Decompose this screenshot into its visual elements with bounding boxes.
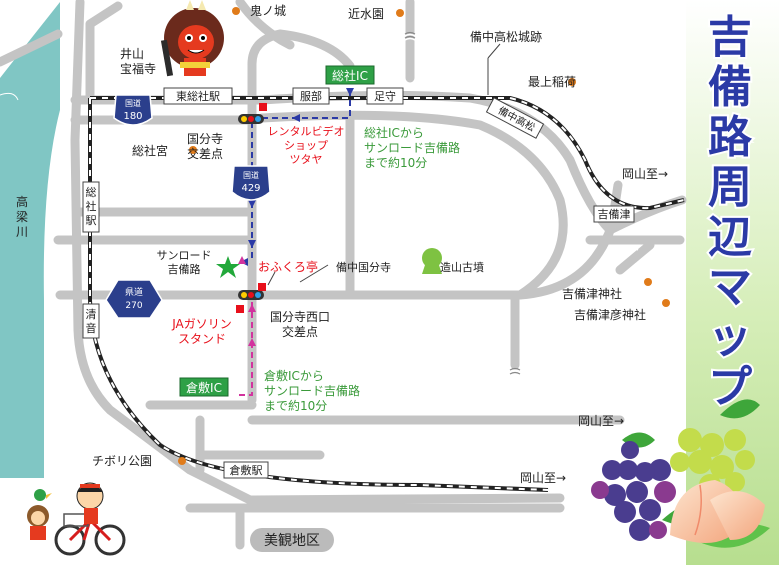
svg-text:社: 社 bbox=[86, 199, 97, 213]
shop-ofukuro: おふくろ亭 bbox=[258, 259, 318, 274]
station-bitchu-takamatsu: 備中高松 bbox=[496, 104, 537, 134]
kurashiki-ic-box bbox=[179, 377, 229, 397]
svg-text:音: 音 bbox=[86, 321, 97, 335]
route-429-type: 国道 bbox=[243, 170, 259, 180]
area-bikan: 美観地区 bbox=[264, 532, 320, 549]
route-shield-270 bbox=[105, 279, 163, 319]
station-box-soja-higashi bbox=[163, 87, 233, 105]
intersection-kokubunji-west: 国分寺西口交差点 bbox=[270, 310, 330, 339]
svg-text:梁: 梁 bbox=[16, 209, 28, 224]
svg-text:清: 清 bbox=[86, 308, 97, 321]
station-box-kiyone bbox=[82, 303, 100, 339]
poi-hofukuji: 井山宝福寺 bbox=[120, 47, 156, 76]
svg-text:周: 周 bbox=[708, 162, 752, 213]
traffic-light-kokubunji-west bbox=[238, 290, 264, 300]
svg-text:路: 路 bbox=[708, 112, 753, 163]
poi-kokubunji: 備中国分寺 bbox=[336, 261, 391, 274]
station-kiyone: 清音 bbox=[86, 308, 97, 335]
svg-text:プ: プ bbox=[708, 362, 752, 413]
oni-character-icon bbox=[160, 0, 224, 77]
route-429-num: 429 bbox=[241, 183, 260, 194]
poi-kibitsu: 吉備津神社 bbox=[562, 286, 622, 301]
poi-tsukuriyama: 造山古墳 bbox=[440, 260, 484, 274]
route-shield-180 bbox=[113, 94, 153, 126]
svg-text:備: 備 bbox=[708, 62, 752, 113]
svg-text:駅: 駅 bbox=[86, 214, 97, 227]
svg-text:高: 高 bbox=[16, 194, 28, 209]
svg-text:総: 総 bbox=[86, 185, 97, 199]
dir-okayama-1: 岡山至→ bbox=[622, 167, 668, 181]
kofun-icon bbox=[422, 248, 442, 274]
svg-text:吉: 吉 bbox=[708, 12, 752, 63]
station-box-kurashiki bbox=[223, 461, 269, 479]
takahashi-river bbox=[0, 2, 60, 478]
svg-text:ッ: ッ bbox=[708, 312, 752, 363]
station-box-ashimori bbox=[366, 87, 404, 105]
kurashiki-ic-label: 倉敷IC bbox=[186, 380, 222, 395]
station-kibitsu: 吉備津 bbox=[598, 208, 631, 221]
shop-tsutaya: レンタルビデオショップツタヤ bbox=[268, 124, 345, 166]
tsutaya-marker bbox=[259, 103, 267, 111]
svg-text:マ: マ bbox=[708, 262, 752, 313]
note-kurashiki-ic: 倉敷ICからサンロード吉備路まで約10分 bbox=[264, 368, 360, 413]
soja-ic-box bbox=[325, 65, 375, 85]
poi-tivoli: チボリ公園 bbox=[92, 454, 152, 468]
poi-takamatsu: 備中高松城跡 bbox=[470, 29, 542, 44]
poi-dots bbox=[178, 7, 670, 465]
svg-text:辺: 辺 bbox=[708, 212, 752, 263]
station-soja-higashi: 東総社駅 bbox=[176, 89, 220, 103]
route-180-num: 180 bbox=[123, 111, 142, 122]
station-soja: 総社駅 bbox=[86, 185, 97, 227]
station-hattori: 服部 bbox=[300, 89, 322, 103]
bikan-pill bbox=[250, 528, 334, 552]
note-soja-ic: 総社ICからサンロード吉備路まで約10分 bbox=[364, 125, 460, 170]
momotaro-cyclist-icon bbox=[27, 482, 126, 556]
station-box-bitchu-takamatsu bbox=[485, 97, 545, 139]
poi-sojagu: 総社宮 bbox=[132, 143, 168, 158]
sunroad-star-icon bbox=[216, 256, 240, 278]
poi-onijo: 鬼ノ城 bbox=[250, 3, 286, 18]
intersection-kokubunji: 国分寺交差点 bbox=[187, 132, 223, 161]
ja-marker bbox=[236, 305, 244, 313]
soja-ic-label: 総社IC bbox=[332, 68, 368, 83]
route-shield-429 bbox=[231, 165, 271, 201]
traffic-light-kokubunji bbox=[238, 114, 264, 124]
station-box-soja bbox=[82, 181, 100, 233]
area-takahashi-river: 高梁川 bbox=[16, 194, 28, 239]
poi-konsui: 近水園 bbox=[348, 7, 384, 21]
station-box-kibitsu bbox=[593, 205, 635, 223]
poi-saijo: 最上稲荷 bbox=[528, 75, 576, 89]
dir-okayama-3: 岡山至→ bbox=[520, 471, 566, 485]
route-270-type: 県道 bbox=[125, 286, 143, 298]
station-ashimori: 足守 bbox=[374, 89, 396, 103]
station-box-hattori bbox=[292, 87, 330, 105]
dir-okayama-2: 岡山至→ bbox=[578, 414, 624, 428]
station-kurashiki: 倉敷駅 bbox=[230, 463, 263, 477]
route-270-num: 270 bbox=[125, 301, 142, 311]
fruit-illustration bbox=[591, 399, 770, 548]
shop-ja: JAガソリンスタンド bbox=[171, 317, 232, 346]
shop-sunroad: サンロード吉備路 bbox=[157, 249, 212, 276]
ofukuro-marker bbox=[258, 283, 266, 291]
poi-kibitsuhiko: 吉備津彦神社 bbox=[574, 307, 646, 322]
route-180-type: 国道 bbox=[125, 98, 141, 108]
svg-text:川: 川 bbox=[16, 225, 28, 239]
